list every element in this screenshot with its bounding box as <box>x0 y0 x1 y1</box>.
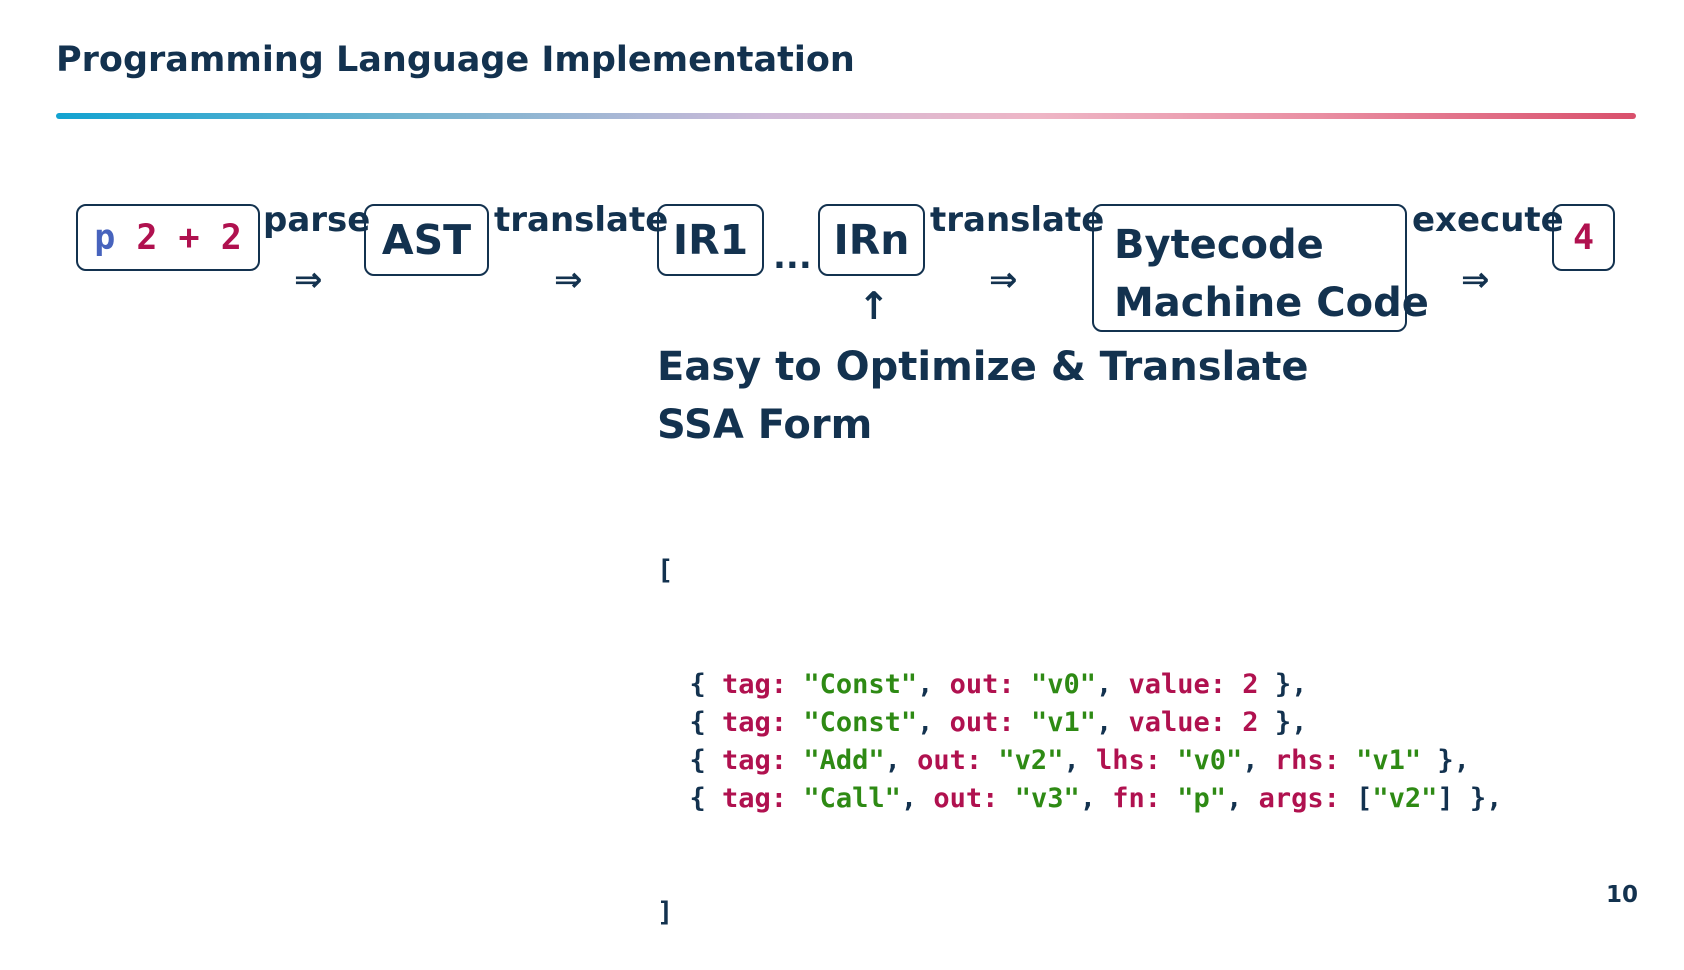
code-string: "v2" <box>998 745 1064 776</box>
code-punct: , <box>1226 783 1259 814</box>
code-line: { tag: "Const", out: "v0", value: 2 }, <box>657 666 1502 704</box>
code-key: rhs: <box>1274 745 1340 776</box>
code-punct <box>787 669 803 700</box>
code-line: { tag: "Const", out: "v1", value: 2 }, <box>657 704 1502 742</box>
code-string: "v0" <box>1177 745 1243 776</box>
code-string: "v1" <box>1356 745 1422 776</box>
ir1-box: IR1 <box>657 204 764 276</box>
code-punct: , <box>1079 783 1113 814</box>
code-key: value: <box>1128 707 1227 738</box>
ssa-line-form: SSA Form <box>657 402 873 448</box>
execute-arrow-icon: ⇒ <box>1461 260 1490 300</box>
code-open-bracket: [ <box>657 555 674 586</box>
code-key: out: <box>917 745 983 776</box>
up-arrow-icon: ↑ <box>858 284 890 328</box>
backend-bytecode: Bytecode <box>1114 222 1324 268</box>
code-punct: , <box>917 707 950 738</box>
code-key: value: <box>1128 669 1227 700</box>
ssa-description: Easy to Optimize & Translate SSA Form <box>657 338 1309 454</box>
code-key: 2 <box>1242 669 1259 700</box>
source-operator: + <box>178 217 200 258</box>
code-punct: , <box>917 669 950 700</box>
code-punct <box>1161 783 1177 814</box>
translate-label-2: translate <box>930 200 1105 240</box>
code-string: "Const" <box>803 707 918 738</box>
ellipsis: ... <box>773 237 812 277</box>
backend-box: Bytecode Machine Code <box>1092 204 1429 332</box>
code-punct <box>982 745 998 776</box>
code-string: "v3" <box>1014 783 1080 814</box>
code-punct: , <box>1063 745 1096 776</box>
irn-box: IRn <box>818 204 925 276</box>
code-key: out: <box>933 783 999 814</box>
parse-label: parse <box>263 200 371 240</box>
title-gradient-rule <box>56 113 1636 119</box>
code-punct: { <box>657 669 723 700</box>
code-punct: { <box>657 707 723 738</box>
translate-arrow-icon-1: ⇒ <box>554 260 583 300</box>
page-number: 10 <box>1606 882 1639 908</box>
code-punct: { <box>657 745 723 776</box>
code-punct: , <box>1095 669 1129 700</box>
code-string: "Add" <box>803 745 885 776</box>
code-punct <box>787 783 803 814</box>
code-string: "v0" <box>1030 669 1096 700</box>
source-fn: p <box>94 217 116 258</box>
ast-box: AST <box>364 204 489 276</box>
code-punct <box>787 745 803 776</box>
parse-arrow-icon: ⇒ <box>294 260 323 300</box>
code-punct: , <box>900 783 934 814</box>
code-punct <box>1161 745 1177 776</box>
code-punct: , <box>884 745 918 776</box>
code-rows: { tag: "Const", out: "v0", value: 2 }, {… <box>657 666 1503 818</box>
source-operand-a: 2 <box>136 217 158 258</box>
backend-machine-code: Machine Code <box>1114 280 1429 326</box>
code-punct: }, <box>1258 669 1308 700</box>
ssa-code-block: [ { tag: "Const", out: "v0", value: 2 },… <box>657 476 1502 970</box>
code-key: tag: <box>722 745 788 776</box>
code-string: "v2" <box>1372 783 1438 814</box>
code-punct: , <box>1095 707 1129 738</box>
result-box: 4 <box>1552 204 1615 271</box>
execute-label: execute <box>1412 200 1564 240</box>
code-punct <box>1340 745 1356 776</box>
code-string: "Const" <box>803 669 918 700</box>
code-punct: ] }, <box>1437 783 1503 814</box>
code-punct: { <box>657 783 723 814</box>
code-punct <box>1226 669 1242 700</box>
translate-label-1: translate <box>494 200 669 240</box>
code-key: tag: <box>722 707 788 738</box>
code-close-bracket: ] <box>657 897 674 928</box>
ssa-line-optimize: Easy to Optimize & Translate <box>657 344 1309 390</box>
code-key: tag: <box>722 783 788 814</box>
code-key: out: <box>949 669 1015 700</box>
code-punct: }, <box>1258 707 1308 738</box>
code-line: { tag: "Add", out: "v2", lhs: "v0", rhs:… <box>657 742 1502 780</box>
code-key: fn: <box>1112 783 1162 814</box>
code-punct <box>787 707 803 738</box>
code-string: "p" <box>1177 783 1227 814</box>
code-key: args: <box>1258 783 1340 814</box>
code-punct: }, <box>1421 745 1470 776</box>
code-punct <box>1226 707 1242 738</box>
code-key: tag: <box>722 669 788 700</box>
code-line: { tag: "Call", out: "v3", fn: "p", args:… <box>657 780 1503 818</box>
code-string: "Call" <box>803 783 901 814</box>
code-key: out: <box>949 707 1015 738</box>
source-operand-b: 2 <box>220 217 242 258</box>
source-expression-box: p 2 + 2 <box>76 204 260 271</box>
code-punct <box>1015 669 1031 700</box>
code-string: "v1" <box>1030 707 1096 738</box>
code-punct <box>998 783 1014 814</box>
code-key: lhs: <box>1095 745 1161 776</box>
code-punct: , <box>1242 745 1275 776</box>
code-punct: [ <box>1339 783 1373 814</box>
translate-arrow-icon-2: ⇒ <box>989 260 1018 300</box>
code-punct <box>1015 707 1031 738</box>
slide-title: Programming Language Implementation <box>56 40 855 80</box>
code-key: 2 <box>1242 707 1259 738</box>
